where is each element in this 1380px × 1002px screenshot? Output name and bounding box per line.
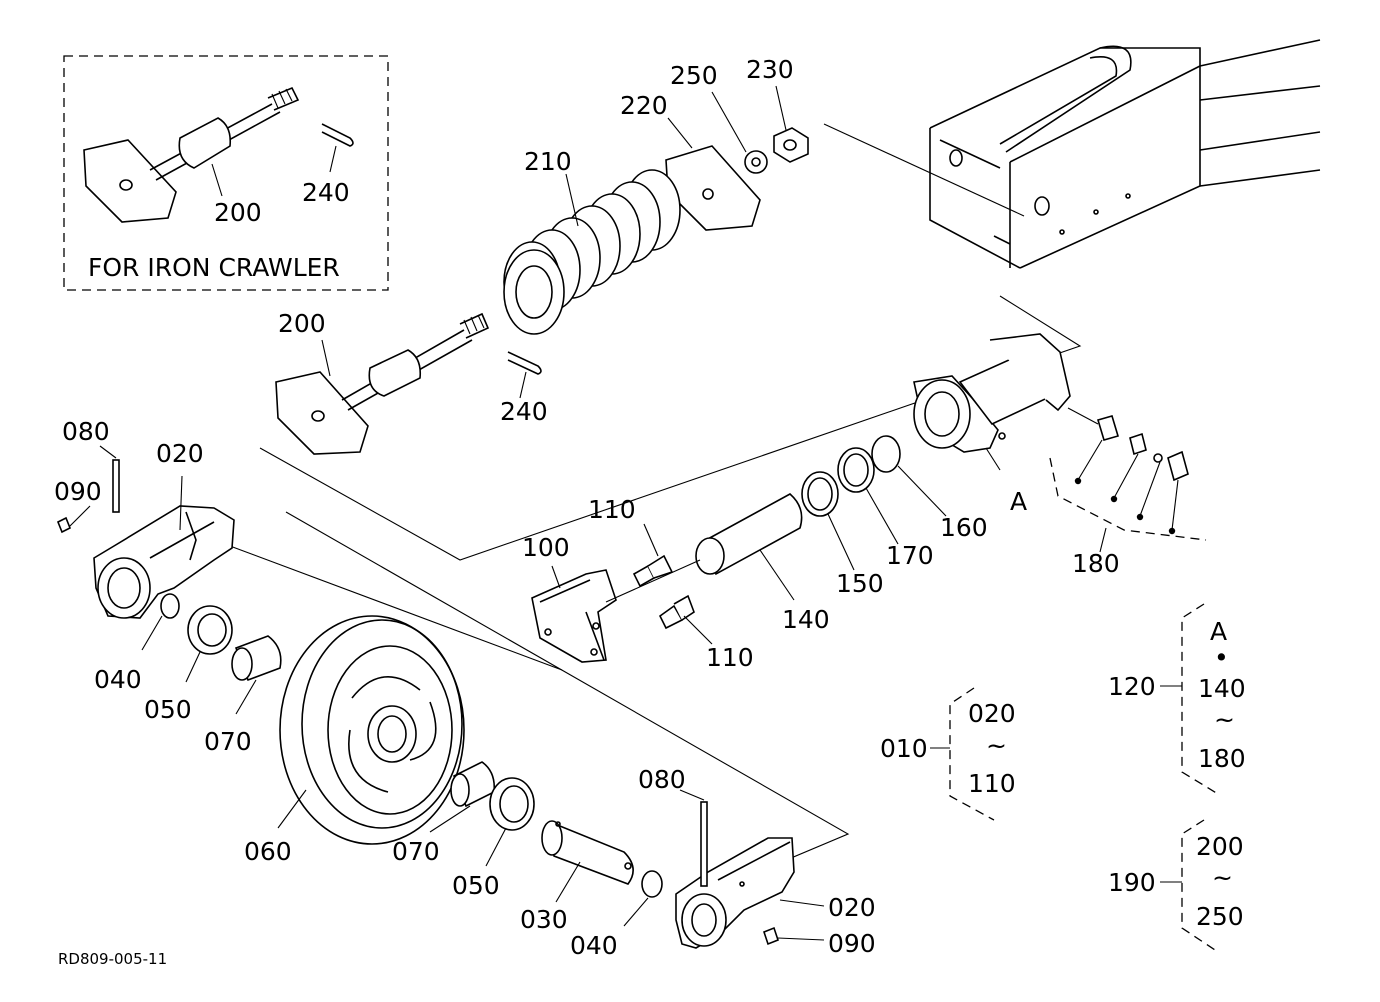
drawing-code: RD809-005-11: [58, 950, 167, 968]
shaft-030-drawing: [541, 820, 634, 903]
bushing-070-left-drawing: [231, 635, 282, 715]
bolt-110-lower-drawing: [658, 594, 713, 645]
seal-050-right-drawing: [485, 777, 535, 867]
cylinder-housing-drawing: [913, 333, 1071, 471]
group-120-id: 120: [1108, 672, 1156, 701]
label-250: 250: [670, 61, 718, 90]
bushing-070-right-drawing: [429, 761, 496, 833]
pin-080-right-drawing: [679, 789, 708, 887]
group-190-to: 250: [1196, 902, 1244, 931]
o-ring-160-drawing: [871, 435, 947, 517]
inset-label-200: 200: [214, 198, 262, 227]
group-010-id: 010: [880, 734, 928, 763]
cotter-pin-240-drawing: [507, 351, 542, 399]
label-110-upper: 110: [588, 495, 636, 524]
assembly-guide-lines: [229, 123, 1082, 889]
label-050-right: 050: [452, 871, 500, 900]
inset-caption: FOR IRON CRAWLER: [88, 253, 340, 282]
label-110-lower: 110: [706, 643, 754, 672]
label-060: 060: [244, 837, 292, 866]
label-080-right: 080: [638, 765, 686, 794]
label-040-right: 040: [570, 931, 618, 960]
label-A: A: [1010, 487, 1027, 516]
group-190-from: 200: [1196, 832, 1244, 861]
inset-bolt-200-drawing: [83, 86, 300, 223]
bracket-100-drawing: [531, 559, 701, 663]
group-010-from: 020: [968, 699, 1016, 728]
grease-fittings-drawing: [1049, 407, 1207, 553]
label-150: 150: [836, 569, 884, 598]
bolt-200-drawing: [275, 312, 490, 455]
label-140: 140: [782, 605, 830, 634]
label-180: 180: [1072, 549, 1120, 578]
rod-140-drawing: [695, 493, 803, 601]
group-120-to: 180: [1198, 744, 1246, 773]
group-010-tilde: ~: [986, 731, 1007, 760]
iron-crawler-inset: 200 240 FOR IRON CRAWLER: [63, 55, 389, 291]
pin-080-left-drawing: [112, 459, 120, 513]
label-220: 220: [620, 91, 668, 120]
label-040-left: 040: [94, 665, 142, 694]
idler-bracket-020-right-drawing: [675, 837, 795, 949]
label-090-left: 090: [54, 477, 102, 506]
label-070-right: 070: [392, 837, 440, 866]
o-ring-040-right-drawing: [623, 870, 663, 927]
group-010-to: 110: [968, 769, 1016, 798]
group-010: 010 020 ~ 110: [880, 687, 1016, 821]
group-120: 120 A • 140 ~ 180: [1108, 603, 1246, 795]
label-090-right: 090: [828, 929, 876, 958]
seal-150-drawing: [801, 471, 855, 571]
group-120-sep: •: [1214, 643, 1229, 672]
inset-pin-240-drawing: [321, 123, 354, 173]
washer-250-drawing: [744, 150, 768, 174]
label-200: 200: [278, 309, 326, 338]
bolt-090-right-drawing: [763, 926, 825, 946]
label-230: 230: [746, 55, 794, 84]
group-190-tilde: ~: [1212, 863, 1233, 892]
label-170: 170: [886, 541, 934, 570]
label-030: 030: [520, 905, 568, 934]
idler-wheel-060-drawing: [277, 615, 465, 845]
label-070-left: 070: [204, 727, 252, 756]
label-020-left: 020: [156, 439, 204, 468]
label-020-right: 020: [828, 893, 876, 922]
group-120-first: A: [1210, 617, 1227, 646]
group-190-id: 190: [1108, 868, 1156, 897]
coil-spring-210-drawing: [503, 169, 681, 335]
label-160: 160: [940, 513, 988, 542]
group-120-from: 140: [1198, 674, 1246, 703]
label-210: 210: [524, 147, 572, 176]
idler-bracket-020-left-drawing: [93, 505, 235, 619]
seal-050-left-drawing: [185, 605, 233, 683]
group-190: 190 200 ~ 250: [1108, 819, 1244, 953]
track-frame-drawing: [929, 39, 1321, 269]
o-ring-040-left-drawing: [141, 593, 180, 651]
bolt-090-left-drawing: [56, 505, 91, 534]
group-120-tilde: ~: [1214, 705, 1235, 734]
inset-label-240: 240: [302, 178, 350, 207]
seal-170-drawing: [837, 447, 899, 545]
bolt-110-upper-drawing: [632, 523, 674, 588]
label-240: 240: [500, 397, 548, 426]
label-080-left: 080: [62, 417, 110, 446]
label-100: 100: [522, 533, 570, 562]
nut-230-drawing: [773, 127, 809, 163]
label-050-left: 050: [144, 695, 192, 724]
